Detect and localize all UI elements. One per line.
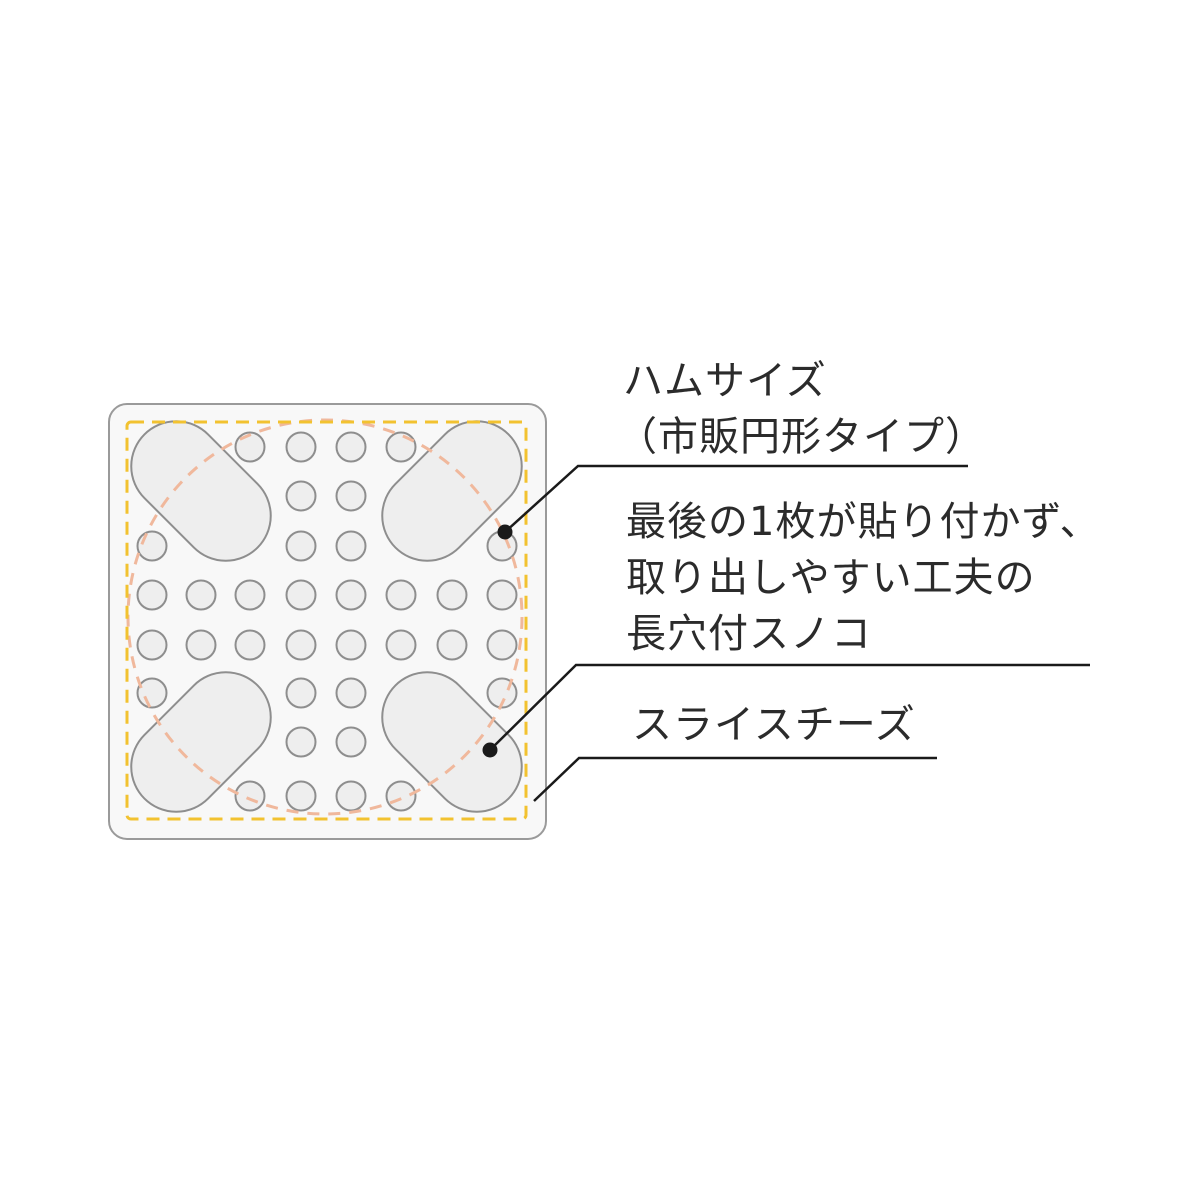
long-slot (381, 671, 523, 813)
round-hole (385, 431, 417, 463)
label-cheese-line-1: スライスチーズ (632, 702, 916, 748)
round-hole (335, 726, 367, 758)
round-hole (136, 530, 168, 562)
leader-dot-ham (497, 524, 513, 540)
label-slice-cheese: スライスチーズ (632, 697, 916, 753)
round-hole (335, 579, 367, 611)
long-slot (130, 671, 272, 813)
round-hole (185, 629, 217, 661)
round-hole (285, 629, 317, 661)
leader-line-ham (504, 464, 968, 533)
slice-cheese-outline (125, 420, 528, 821)
round-hole (335, 480, 367, 512)
round-hole (136, 677, 168, 709)
round-hole (385, 579, 417, 611)
round-hole (234, 629, 266, 661)
label-rack-line-1: 最後の1枚が貼り付かず、 (626, 499, 1101, 545)
label-rack: 最後の1枚が貼り付かず、 取り出しやすい工夫の 長穴付スノコ (626, 494, 1101, 662)
round-hole (486, 579, 518, 611)
round-hole (486, 629, 518, 661)
round-hole (285, 579, 317, 611)
round-hole (285, 530, 317, 562)
label-rack-line-3: 長穴付スノコ (626, 611, 872, 657)
round-hole (335, 530, 367, 562)
round-hole (436, 579, 468, 611)
round-hole (285, 480, 317, 512)
round-holes (136, 431, 518, 812)
round-hole (436, 629, 468, 661)
long-slot (130, 420, 272, 562)
round-hole (335, 431, 367, 463)
round-hole (136, 629, 168, 661)
leader-dot-rack (482, 742, 498, 758)
round-hole (234, 431, 266, 463)
round-hole (335, 629, 367, 661)
round-hole (385, 629, 417, 661)
round-hole (285, 431, 317, 463)
round-hole (385, 780, 417, 812)
leader-line-rack (489, 663, 1090, 751)
round-hole (335, 677, 367, 709)
label-ham-size: ハムサイズ （市販円形タイプ） (617, 353, 986, 465)
round-hole (285, 780, 317, 812)
round-hole (234, 780, 266, 812)
round-hole (285, 726, 317, 758)
label-rack-line-2: 取り出しやすい工夫の (626, 555, 1036, 601)
label-ham-line-1: ハムサイズ (623, 358, 827, 404)
round-hole (185, 579, 217, 611)
long-slots (130, 420, 523, 813)
label-ham-line-2: （市販円形タイプ） (617, 414, 986, 460)
round-hole (234, 579, 266, 611)
round-hole (136, 579, 168, 611)
leader-line-cheese (533, 756, 937, 802)
round-hole (335, 780, 367, 812)
long-slot (381, 420, 523, 562)
round-hole (285, 677, 317, 709)
